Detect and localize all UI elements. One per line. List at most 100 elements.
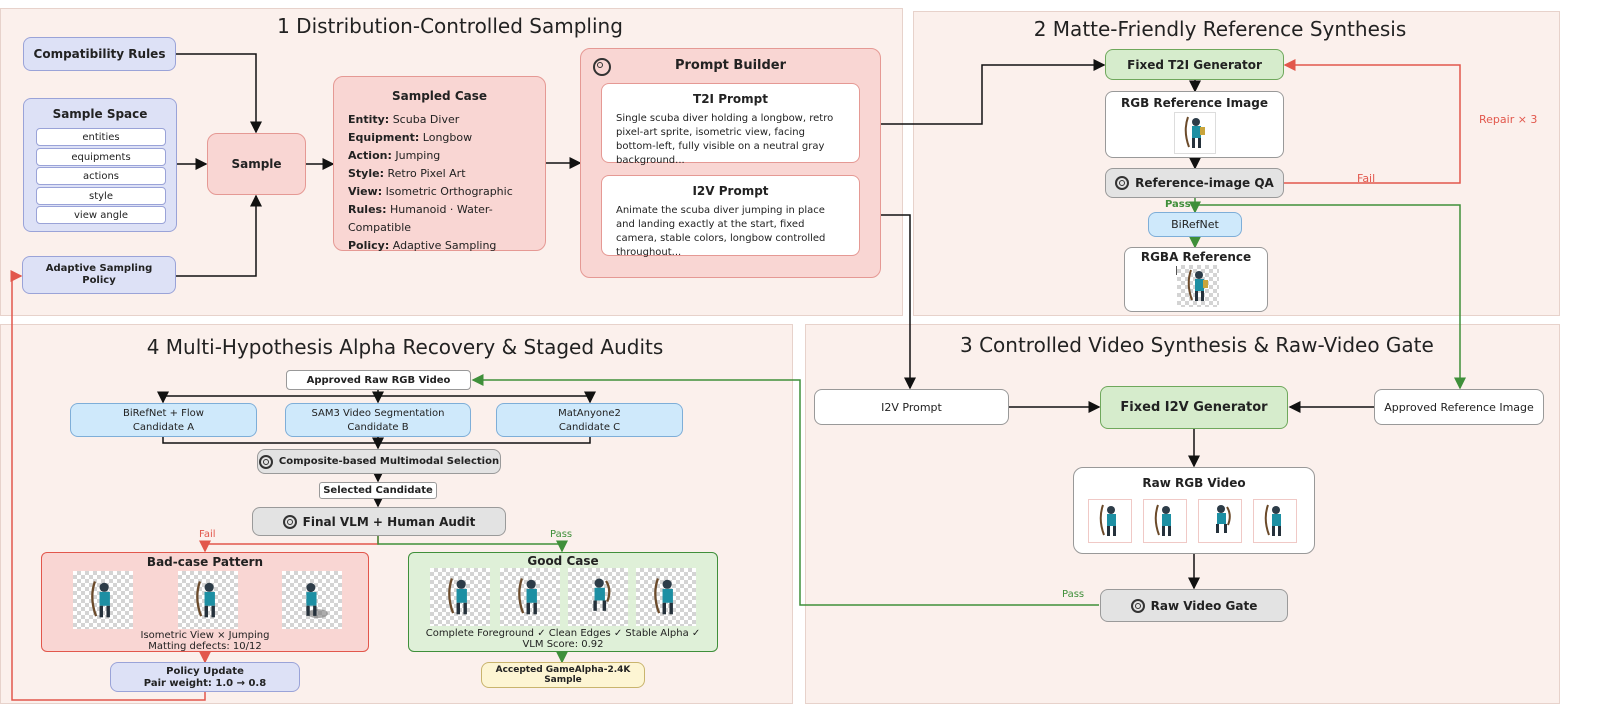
approved-raw-rgb-video-box: Approved Raw RGB Video [286,370,471,390]
panel-1-title: 1 Distribution-Controlled Sampling [277,14,623,38]
qa-label: Reference-image QA [1135,176,1274,190]
sample-space-title: Sample Space [52,107,148,121]
sample-box: Sample [207,133,306,195]
case-value: Isometric Orthographic [385,185,513,198]
case-row-view: View: Isometric Orthographic [334,183,545,201]
good-case-box: Good Case Complete Foreground ✓ Clean Ed… [408,552,718,652]
compatibility-rules-box: Compatibility Rules [23,37,176,71]
good-case-title: Good Case [527,554,599,568]
case-key: Equipment: [348,131,420,144]
final-audit-label: Final VLM + Human Audit [302,514,476,529]
case-value: Scuba Diver [392,113,460,126]
good-case-frame [568,568,628,626]
case-value: Longbow [422,131,473,144]
final-audit-box: Final VLM + Human Audit [252,507,506,536]
prompt-builder-title: Prompt Builder [674,58,787,73]
case-value: Retro Pixel Art [387,167,466,180]
i2v-prompt-card: I2V Prompt Animate the scuba diver jumpi… [601,175,860,258]
bad-case-frame [178,571,238,629]
sprite-thumbnail [1174,112,1216,154]
case-key: Style: [348,167,384,180]
bad-case-frame [282,571,342,629]
candidate-b-label: Candidate B [347,422,409,433]
candidate-a-label: Candidate A [132,422,195,433]
case-value: Jumping [395,149,441,162]
diver-sprite-icon [91,581,110,618]
candidate-b-box: SAM3 Video Segmentation Candidate B [285,403,471,437]
policy-update-line-2: Pair weight: 1.0 → 0.8 [143,678,267,689]
composite-selection-box: Composite-based Multimodal Selection [257,449,501,474]
accepted-sample-box: Accepted GameAlpha-2.4K Sample [481,662,645,688]
diver-sprite-icon [1187,269,1208,301]
case-row-rules: Rules: Humanoid · Water-Compatible [334,201,545,237]
candidate-a-method: BiRefNet + Flow [123,408,204,419]
audit-fail-label: Fail [199,529,216,540]
video-frame-thumbnail [1143,499,1187,543]
panel-4-title: 4 Multi-Hypothesis Alpha Recovery & Stag… [146,335,664,359]
space-item-actions: actions [36,167,166,185]
bad-case-line-2: Matting defects: 10/12 [148,641,262,652]
space-item-view-angle: view angle [36,206,166,224]
good-case-frame [500,568,560,626]
case-value: Adaptive Sampling [392,239,497,252]
bad-case-frame [73,571,133,629]
video-frame-thumbnail [1198,499,1242,543]
case-row-equipment: Equipment: Longbow [334,129,545,147]
sampled-case-box: Sampled Case Entity: Scuba Diver Equipme… [333,76,546,252]
good-case-line-2: VLM Score: 0.92 [522,639,604,650]
raw-video-gate-label: Raw Video Gate [1150,598,1258,613]
case-value: Humanoid · Water-Compatible [348,203,493,234]
candidate-a-box: BiRefNet + Flow Candidate A [70,403,257,437]
diver-sprite-icon [448,578,467,615]
candidate-c-label: Candidate C [558,422,621,433]
case-key: Rules: [348,203,387,216]
t2i-prompt-title: T2I Prompt [693,92,768,106]
diver-sprite-icon [654,578,673,615]
i2v-prompt-body: Animate the scuba diver jumping in place… [616,205,826,258]
rgb-reference-image-box: RGB Reference Image [1105,91,1284,158]
diver-sprite-icon [518,578,537,615]
bad-case-pattern-box: Bad-case Pattern Isometric View × Jumpin… [41,552,369,652]
sample-space-box: Sample Space entities equipments actions… [23,98,177,232]
audit-pass-label: Pass [550,529,573,540]
t2i-prompt-body: Single scuba diver holding a longbow, re… [616,113,834,166]
space-item-entities: entities [36,128,166,146]
space-item-equipments: equipments [36,148,166,166]
case-row-action: Action: Jumping [334,147,545,165]
diver-sprite-icon [1264,504,1281,536]
case-row-style: Style: Retro Pixel Art [334,165,545,183]
panel-2-title: 2 Matte-Friendly Reference Synthesis [1033,17,1407,41]
raw-rgb-video-title: Raw RGB Video [1142,476,1246,490]
case-key: Action: [348,149,392,162]
adaptive-sampling-policy-box: Adaptive Sampling Policy [22,256,176,294]
fixed-t2i-generator-box: Fixed T2I Generator [1105,49,1284,80]
candidate-c-method: MatAnyone2 [558,408,621,419]
bad-case-title: Bad-case Pattern [146,555,264,569]
space-item-style: style [36,187,166,205]
diver-sprite-icon [1099,504,1116,536]
bad-case-line-1: Isometric View × Jumping [140,630,270,641]
raw-video-gate-box: Raw Video Gate [1100,589,1288,622]
repair-label: Repair × 3 [1479,113,1538,126]
policy-update-box: Policy Update Pair weight: 1.0 → 0.8 [110,662,300,692]
qa-fail-label: Fail [1357,172,1376,185]
rgb-reference-title: RGB Reference Image [1121,96,1268,110]
fixed-i2v-generator-box: Fixed I2V Generator [1100,386,1288,429]
sprite-thumbnail-transparent [1177,265,1219,307]
sampled-case-title: Sampled Case [391,89,488,103]
approved-reference-image-box: Approved Reference Image [1374,389,1544,425]
diver-sprite-icon [1184,116,1205,148]
good-case-line-1: Complete Foreground ✓ Clean Edges ✓ Stab… [425,628,701,639]
openai-icon [1130,598,1145,613]
diver-sprite-icon [593,578,611,611]
policy-update-line-1: Policy Update [166,666,244,677]
case-key: View: [348,185,383,198]
selected-candidate-box: Selected Candidate [319,482,437,499]
openai-icon [593,58,611,76]
good-case-frame [636,568,696,626]
openai-icon [1115,176,1130,190]
openai-icon [282,514,297,529]
case-key: Policy: [348,239,390,252]
diver-sprite-icon [196,581,215,618]
